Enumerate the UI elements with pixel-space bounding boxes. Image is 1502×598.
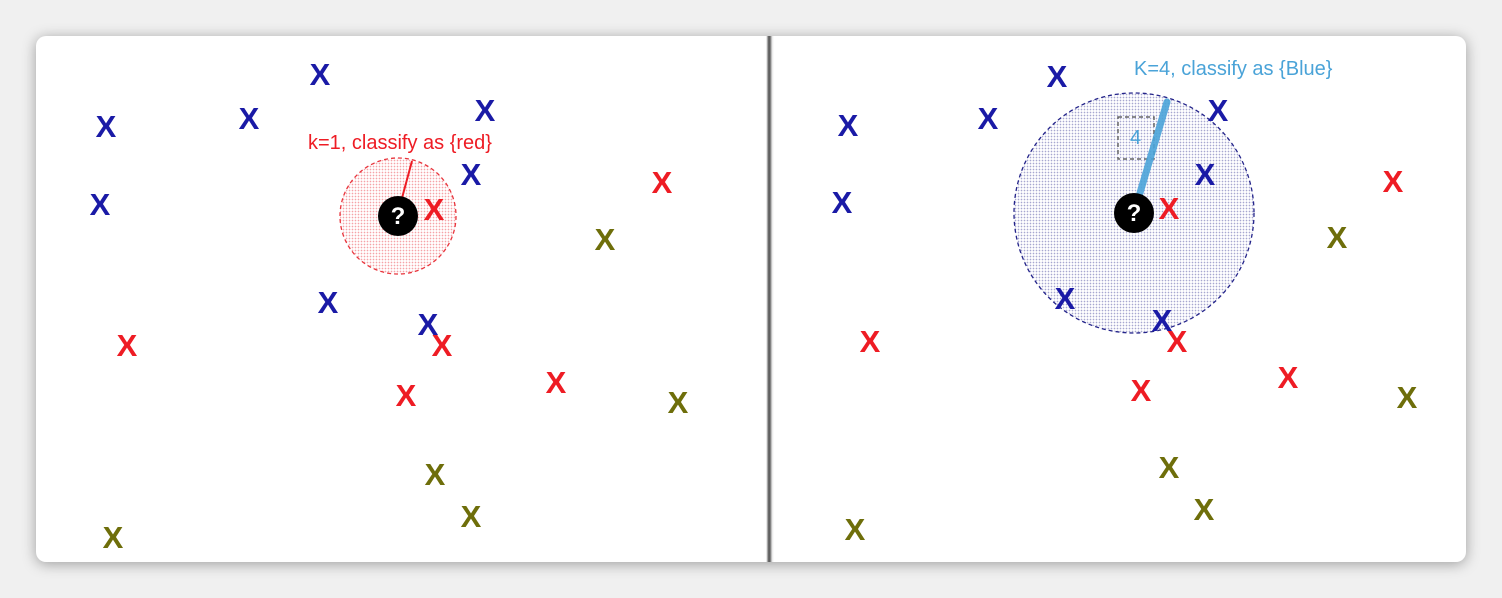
olive-class-marker: X <box>595 222 616 257</box>
olive-class-marker: X <box>461 499 482 534</box>
blue-class-marker: X <box>838 108 859 143</box>
red-class-marker: X <box>432 328 453 363</box>
red-class-marker: X <box>1167 324 1188 359</box>
query-question-mark: ? <box>391 203 406 230</box>
panel-divider <box>763 36 777 562</box>
blue-class-marker: X <box>1195 157 1216 192</box>
blue-class-marker: X <box>418 307 439 342</box>
blue-class-marker: X <box>1047 59 1068 94</box>
red-class-marker: X <box>1131 373 1152 408</box>
blue-class-marker: X <box>310 57 331 92</box>
red-class-marker: X <box>117 328 138 363</box>
classification-label: K=4, classify as {Blue} <box>1128 56 1339 83</box>
blue-class-marker: X <box>978 101 999 136</box>
query-question-mark: ? <box>1127 200 1142 227</box>
blue-class-marker: X <box>461 157 482 192</box>
olive-class-marker: X <box>1397 380 1418 415</box>
k-number: 4 <box>1130 127 1142 149</box>
olive-class-marker: X <box>1194 492 1215 527</box>
red-class-marker: X <box>424 192 445 227</box>
olive-class-marker: X <box>1159 450 1180 485</box>
red-class-marker: X <box>1159 191 1180 226</box>
red-class-marker: X <box>652 165 673 200</box>
olive-class-marker: X <box>845 512 866 547</box>
blue-class-marker: X <box>1208 93 1229 128</box>
red-class-marker: X <box>1278 360 1299 395</box>
blue-class-marker: X <box>90 187 111 222</box>
olive-class-marker: X <box>425 457 446 492</box>
radius-line <box>401 160 413 199</box>
blue-class-marker: X <box>239 101 260 136</box>
blue-class-marker: X <box>475 93 496 128</box>
blue-class-marker: X <box>1055 281 1076 316</box>
olive-class-marker: X <box>103 520 124 555</box>
olive-class-marker: X <box>1327 220 1348 255</box>
blue-class-marker: X <box>96 109 117 144</box>
query-point <box>1114 193 1154 233</box>
classification-label: k=1, classify as {red} <box>308 132 492 154</box>
red-class-marker: X <box>1383 164 1404 199</box>
red-class-marker: X <box>396 378 417 413</box>
red-class-marker: X <box>860 324 881 359</box>
blue-class-marker: X <box>1152 303 1173 338</box>
blue-class-marker: X <box>832 185 853 220</box>
blue-class-marker: X <box>318 285 339 320</box>
red-class-marker: X <box>546 365 567 400</box>
query-point <box>378 196 418 236</box>
olive-class-marker: X <box>668 385 689 420</box>
